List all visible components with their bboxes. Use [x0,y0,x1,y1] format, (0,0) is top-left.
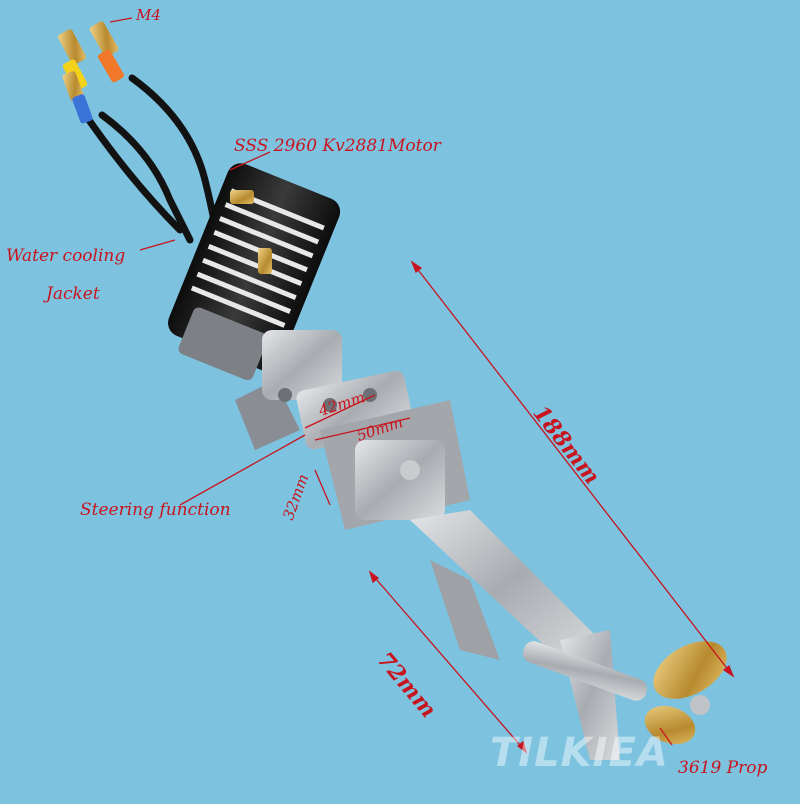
water-nipple-top [230,190,254,204]
label-m4: M4 [136,6,161,24]
label-water-cooling: Water cooling [6,246,126,266]
drive-strut [410,510,648,760]
label-motor: SSS 2960 Kv2881Motor [234,136,441,156]
steering-block [320,400,470,530]
motor-body [168,163,341,381]
bullet-connectors [58,21,124,124]
propeller [644,641,727,745]
label-jacket: Jacket [46,284,100,304]
dimension-lines [109,17,735,754]
motor-wires [78,74,219,244]
water-nipple-side [258,248,272,274]
label-prop: 3619 Prop [678,758,768,778]
watermark: TILKIEA [490,730,669,776]
label-steering: Steering function [80,500,231,520]
